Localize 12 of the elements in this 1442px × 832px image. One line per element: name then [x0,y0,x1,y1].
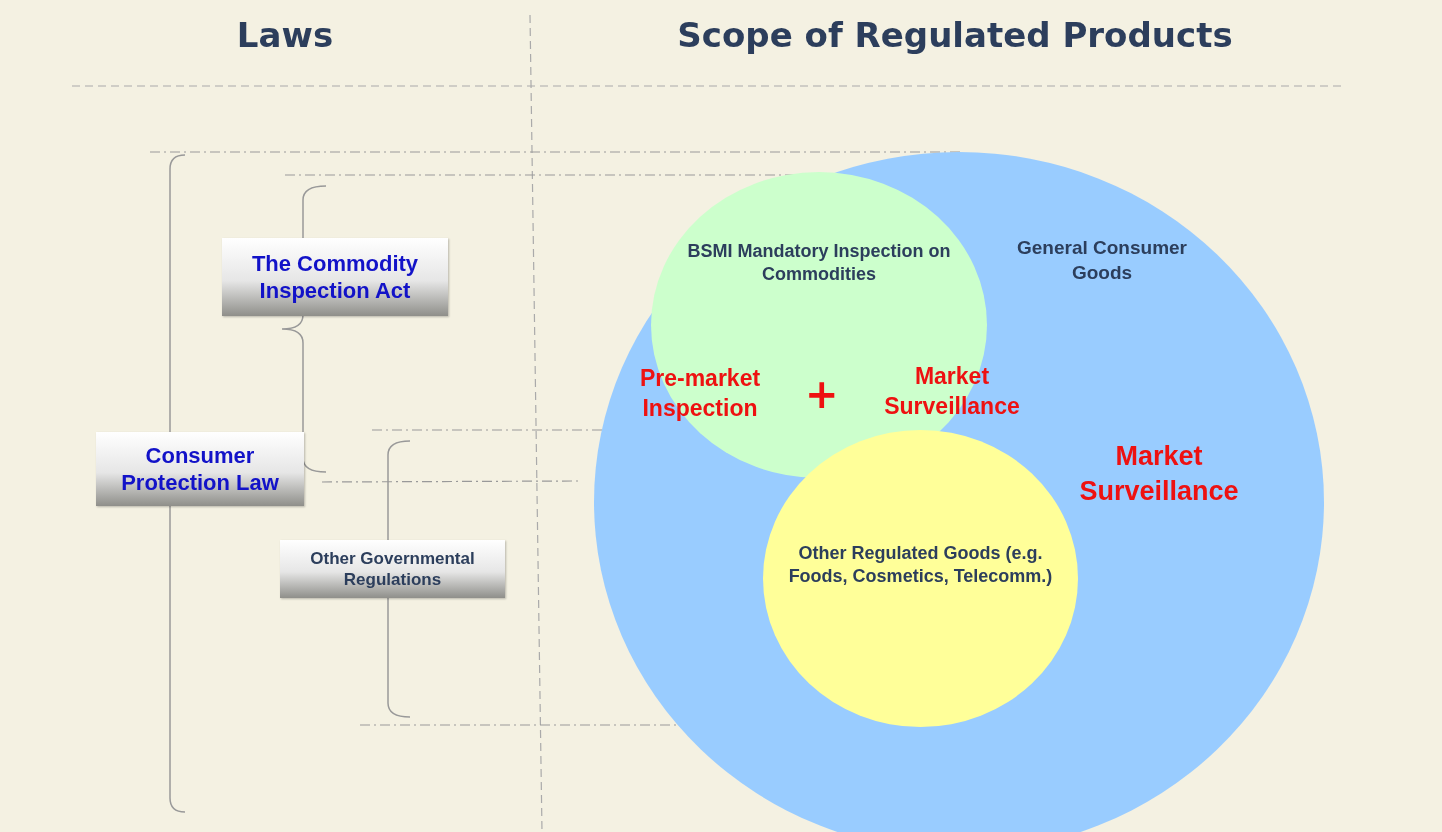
column-heading: Scope of Regulated Products [677,18,1233,52]
region-label: General Consumer Goods [1016,236,1188,285]
regulation-plate: Other Governmental Regulations [280,540,505,598]
region-label: Pre-market Inspection [638,364,762,423]
region-label: Market Surveillance [883,362,1021,421]
region-label: BSMI Mandatory Inspection on Commodities [686,240,952,287]
plus-sign: + [805,374,839,414]
region-label: Other Regulated Goods (e.g. Foods, Cosmetics, Telecomm.) [787,542,1054,589]
region-label: Market Surveillance [1078,440,1240,509]
law-plate: Consumer Protection Law [96,432,304,506]
column-heading: Laws [236,18,334,52]
law-plate: The Commodity Inspection Act [222,238,448,316]
